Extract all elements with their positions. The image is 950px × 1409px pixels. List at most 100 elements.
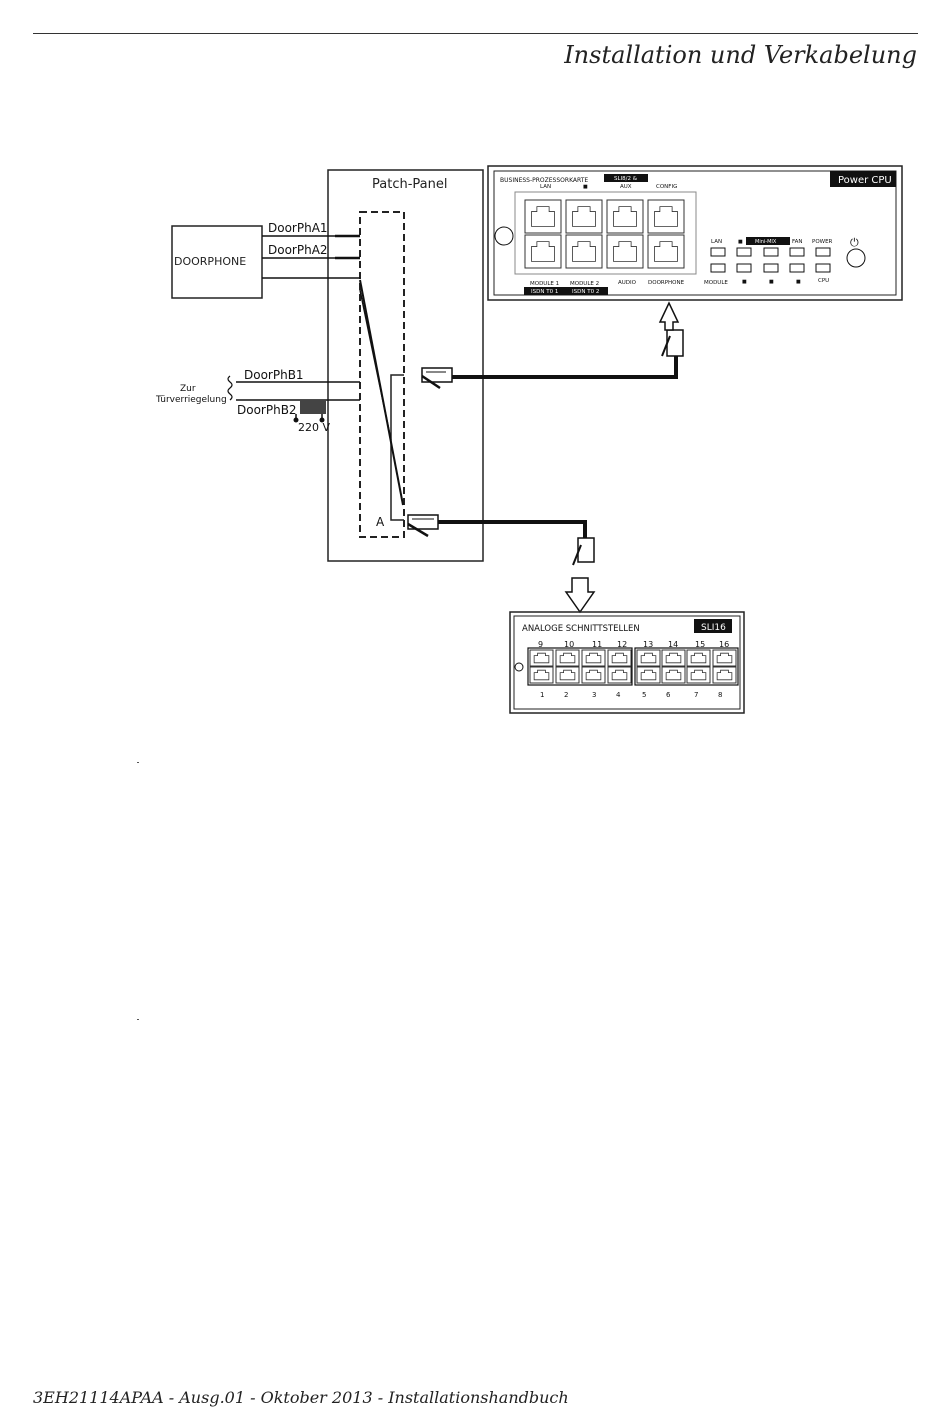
led-label-sq3: ■ [796, 279, 801, 285]
analog-rj11-port [636, 666, 661, 684]
analog-rj11-port [712, 649, 737, 667]
cable-lower [438, 520, 587, 540]
analog-rj11-port [529, 666, 554, 684]
cpu-rj45-port [524, 199, 562, 234]
lock-coil-icon [227, 375, 233, 401]
isdn-badge-1 [524, 287, 566, 295]
led-label-sq1: ■ [742, 279, 747, 285]
relay-terminal-right [319, 417, 325, 423]
analog-port-number-top: 9 [538, 640, 543, 649]
header-rule [33, 33, 918, 34]
analog-rj11-port [661, 666, 686, 684]
wire-a2-label: DoorPhA2 [268, 243, 328, 257]
voltage-label: 220 V [298, 421, 330, 434]
relay-terminal-left [293, 417, 299, 423]
analog-rj11-port [555, 666, 580, 684]
rj45-plug-upper [421, 367, 453, 390]
isdn-label-2: ISDN T0 2 [572, 289, 599, 295]
analog-badge-text: SLI16 [701, 623, 726, 633]
analog-port-number-top: 13 [643, 640, 653, 649]
led-label-lan: LAN [711, 239, 722, 245]
arrow-down-icon [564, 577, 596, 614]
analog-rj11-port [581, 666, 606, 684]
patch-panel-label: Patch-Panel [372, 177, 447, 192]
analog-mount-hole [514, 662, 524, 672]
cpu-rj45-port [565, 199, 603, 234]
cpu-top-label-3: AUX [620, 184, 632, 190]
analog-rj11-port [607, 649, 632, 667]
led-indicator [710, 263, 726, 273]
power-button [846, 248, 866, 268]
cpu-top-label-2: ■ [583, 184, 588, 190]
cpu-rj45-port [524, 234, 562, 269]
cpu-card-label: BUSINESS-PROZESSORKARTE [500, 177, 588, 184]
led-label-minimix: Mini-MIX [755, 239, 777, 245]
cpu-bottom-label-1: MODULE 1 [530, 281, 559, 287]
led-label-sq2: ■ [769, 279, 774, 285]
stray-mark-2 [137, 1019, 139, 1020]
cpu-rj45-port [565, 234, 603, 269]
cross-wire-2 [359, 289, 392, 441]
isdn-label-1: ISDN T0 1 [531, 289, 558, 295]
analog-port-number-bottom: 6 [666, 691, 671, 699]
lock-label-line1: Zur [180, 384, 196, 394]
cpu-title: Power CPU [838, 175, 892, 186]
analog-port-number-top: 14 [668, 640, 678, 649]
led-indicator [763, 247, 779, 257]
cpu-top-label-1: LAN [540, 184, 551, 190]
analog-port-group-left [527, 647, 633, 686]
relay-icon [300, 400, 326, 414]
power-icon: ⏻ [850, 236, 859, 249]
cpu-board-outer [487, 165, 903, 301]
doorphone-label: DOORPHONE [174, 255, 246, 268]
cpu-card-badge [604, 174, 648, 182]
led-indicator [815, 247, 831, 257]
led-label-fan: FAN [792, 239, 803, 245]
analog-board-inner [513, 615, 741, 710]
cpu-bottom-label-2: MODULE 2 [570, 281, 599, 287]
analog-rj11-port [636, 649, 661, 667]
led-label-power: POWER [812, 239, 833, 245]
analog-port-number-top: 10 [564, 640, 574, 649]
cpu-rj45-port [606, 234, 644, 269]
lock-label-line2: Türverriegelung [155, 395, 227, 405]
analog-port-number-bottom: 1 [540, 691, 544, 699]
analog-badge [694, 619, 732, 633]
analog-rj11-port [712, 666, 737, 684]
arrow-up-icon [658, 301, 680, 331]
rj45-plug-lower [407, 514, 439, 538]
led-indicator [736, 247, 752, 257]
analog-port-number-top: 12 [617, 640, 627, 649]
analog-port-number-top: 16 [719, 640, 729, 649]
analog-board-outer [509, 611, 745, 714]
isdn-badge-2 [566, 287, 608, 295]
analog-port-group-right [634, 647, 739, 686]
led-label-dot: ■ [738, 239, 743, 245]
cpu-leds [710, 247, 831, 273]
cpu-mount-hole [494, 226, 514, 246]
cpu-top-label-4: CONFIG [656, 184, 677, 190]
analog-rj11-port [555, 649, 580, 667]
analog-port-number-bottom: 5 [642, 691, 646, 699]
led-indicator [763, 263, 779, 273]
analog-ports [527, 647, 739, 686]
cpu-board-inner [493, 170, 897, 296]
cpu-title-badge [830, 171, 896, 187]
section-title: Installation und Verkabelung [564, 41, 917, 69]
cpu-bottom-label-3: AUDIO [618, 280, 637, 286]
led-indicator [789, 263, 805, 273]
analog-port-number-bottom: 8 [718, 691, 722, 699]
wiring-diagram: Patch-Panel DOORPHONE DoorPhA1 DoorPhA2 … [155, 165, 903, 714]
junction-label: A [376, 515, 385, 529]
wire-b2-label: DoorPhB2 [237, 403, 297, 417]
cable-upper [452, 345, 678, 379]
cpu-bottom-label-4: DOORPHONE [648, 280, 685, 286]
analog-rj11-port [607, 666, 632, 684]
analog-port-number-bottom: 7 [694, 691, 698, 699]
wire-b1-label: DoorPhB1 [244, 368, 304, 382]
analog-rj11-port [529, 649, 554, 667]
analog-rj11-port [686, 666, 711, 684]
led-label-cpu: CPU [818, 278, 829, 284]
led-indicator [710, 247, 726, 257]
